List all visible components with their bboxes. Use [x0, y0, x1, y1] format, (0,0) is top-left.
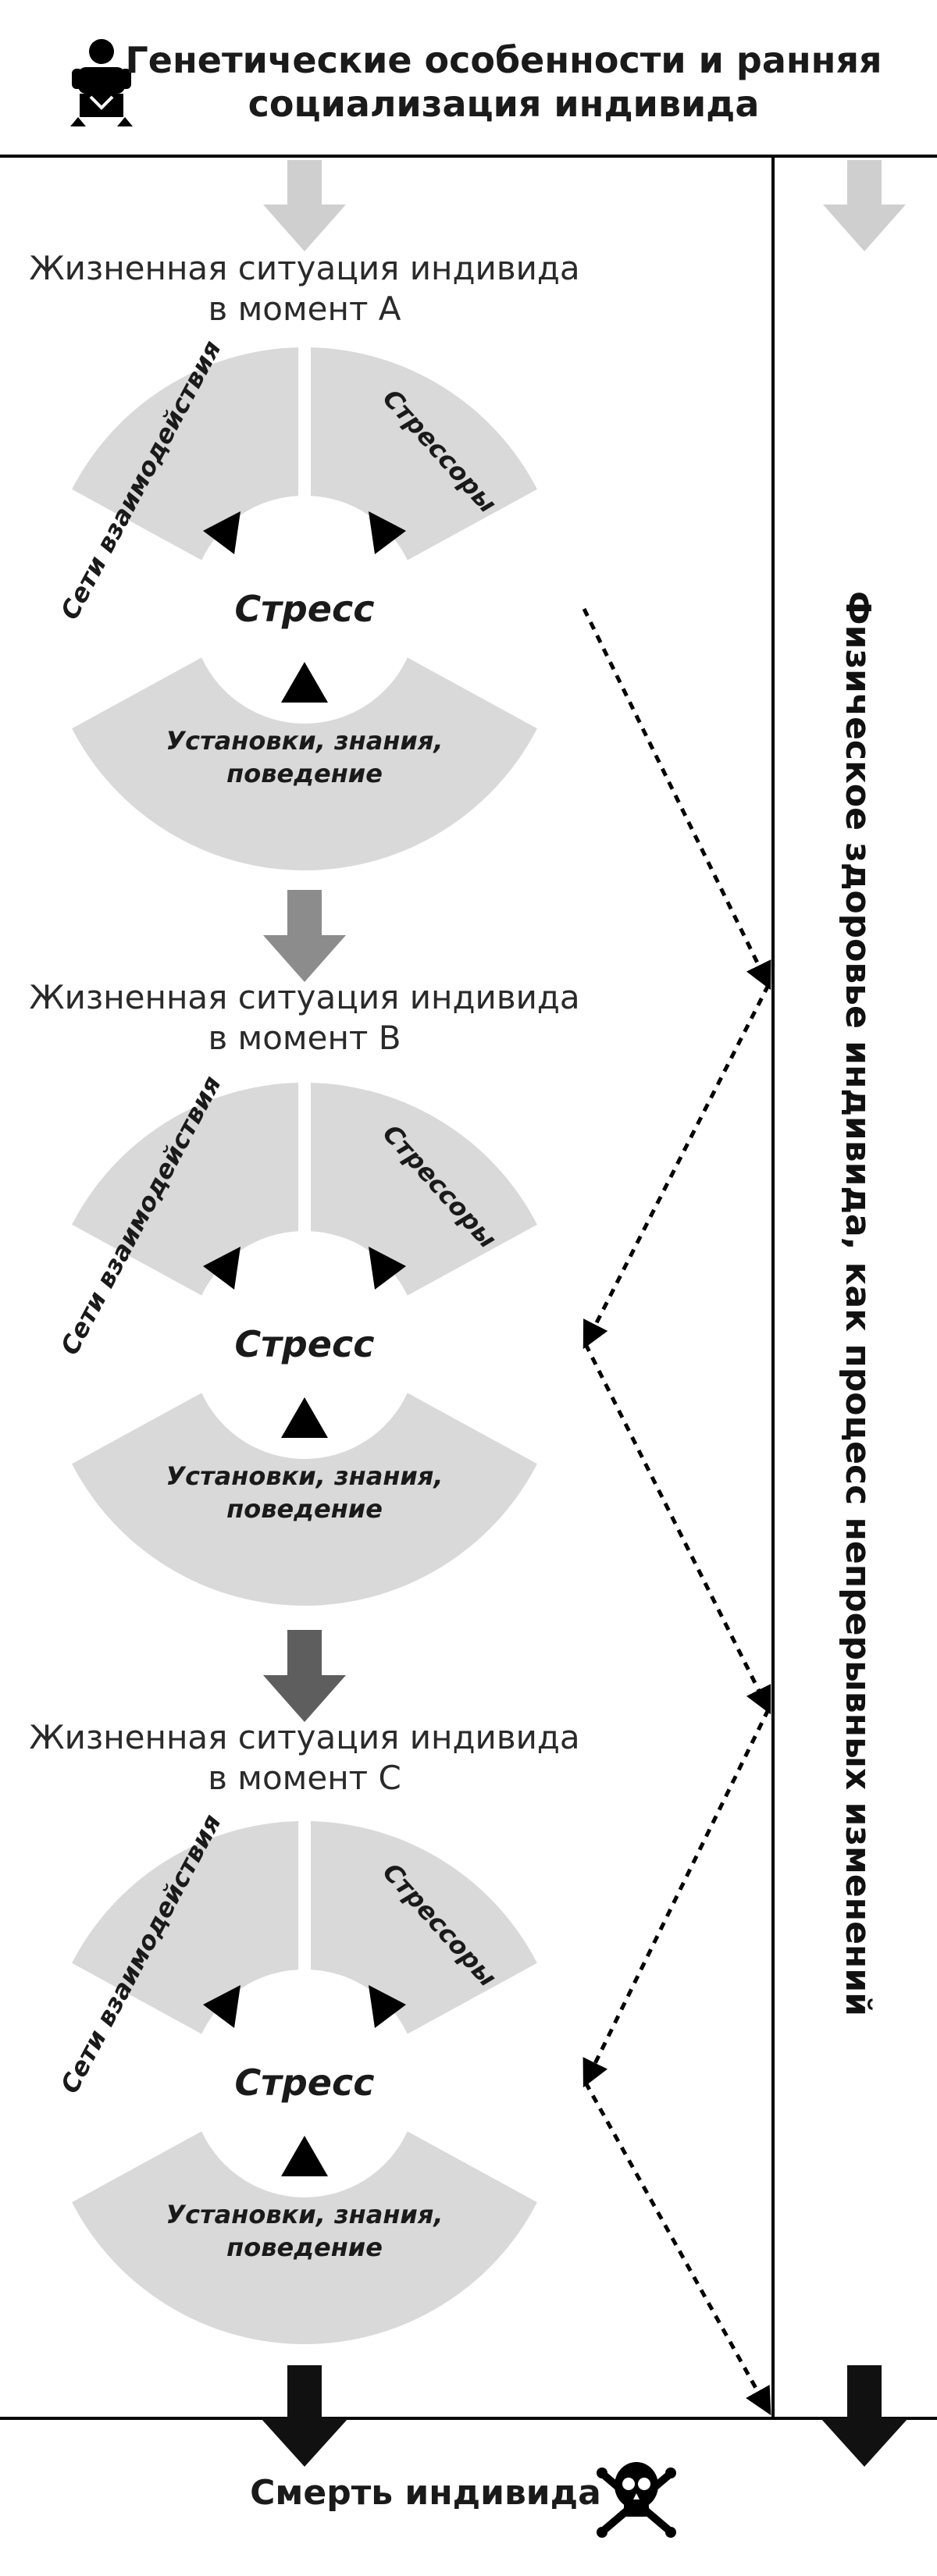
dotted-arrow-a-to-health [582, 607, 771, 991]
stage-c-arrow-stressors [369, 1985, 406, 2028]
header-baby-icon [70, 39, 133, 126]
dotted-arrow-health-to-c [583, 1708, 771, 2088]
stage-c-segment-stressors [311, 1821, 537, 2034]
stage-c-stress-label: Стресс [234, 2062, 374, 2104]
stage-a-stress-label: Стресс [234, 588, 374, 630]
dotted-arrow-b-to-health [583, 1343, 771, 1715]
stage-c-title-line2: в момент С [208, 1759, 401, 1797]
dotted-arrow-health-to-b [583, 984, 771, 1350]
stage-b-attitudes-label-line2: поведение [226, 1494, 383, 1524]
dotted-arrow-c-to-health [583, 2081, 771, 2416]
stage-a-arrow-networks [203, 511, 240, 554]
stage-b-arrow-networks [203, 1247, 240, 1290]
stage-b-arrow-stressors [369, 1247, 406, 1290]
stage-a-attitudes-label-line1: Установки, знания, [166, 726, 443, 756]
footer-death-label: Смерть индивида [250, 2473, 601, 2513]
bottom-arrow-left [261, 2365, 348, 2467]
top-arrow-left [263, 160, 346, 251]
stage-b-segment-networks [72, 1083, 298, 1296]
stage-a-wheel: Стресс Сети взаимодействия Стрессоры Уст… [55, 336, 537, 870]
health-process-label: Физическое здоровье индивида, как процес… [838, 591, 878, 2016]
stage-b-wheel: Стресс Сети взаимодействия Стрессоры Уст… [55, 1071, 537, 1606]
stage-b-segment-stressors [311, 1083, 537, 1296]
stage-a-attitudes-label-line2: поведение [226, 759, 383, 788]
stage-b-attitudes-label-line1: Установки, знания, [166, 1461, 443, 1491]
stage-b-title-line2: в момент В [208, 1019, 401, 1057]
stage-b-segment-attitudes [72, 1393, 537, 1606]
bottom-arrow-right [821, 2365, 908, 2467]
stage-a-arrow-attitudes [281, 662, 328, 703]
stage-c-attitudes-label-line2: поведение [226, 2233, 383, 2262]
stage-c-arrow-networks [203, 1985, 240, 2028]
stage-c-segment-networks [72, 1821, 298, 2034]
stage-a-segment-stressors [311, 347, 537, 560]
stage-a-title-line2: в момент А [208, 290, 401, 328]
stage-c-attitudes-label-line1: Установки, знания, [166, 2200, 443, 2229]
top-arrow-right [823, 160, 906, 251]
stage-arrow-a-to-b [263, 890, 346, 982]
stage-a-title-line1: Жизненная ситуация индивида [29, 249, 579, 287]
header-title-line1: Генетические особенности и ранняя [125, 39, 882, 81]
stage-c-title-line1: Жизненная ситуация индивида [29, 1718, 579, 1756]
stage-b-arrow-attitudes [281, 1397, 328, 1438]
stage-b-stress-label: Стресс [234, 1323, 374, 1365]
stage-c-arrow-attitudes [281, 2136, 328, 2176]
skull-crossbones-icon [597, 2462, 676, 2538]
header-title-line2: социализация индивида [248, 83, 760, 125]
stage-a-segment-attitudes [72, 657, 537, 870]
stage-c-segment-attitudes [72, 2131, 537, 2344]
stage-arrow-b-to-c [263, 1630, 346, 1722]
stage-a-segment-networks [72, 347, 298, 560]
stage-a-arrow-stressors [369, 511, 406, 554]
stage-c-wheel: Стресс Сети взаимодействия Стрессоры Уст… [55, 1809, 537, 2344]
stage-b-title-line1: Жизненная ситуация индивида [29, 978, 579, 1016]
